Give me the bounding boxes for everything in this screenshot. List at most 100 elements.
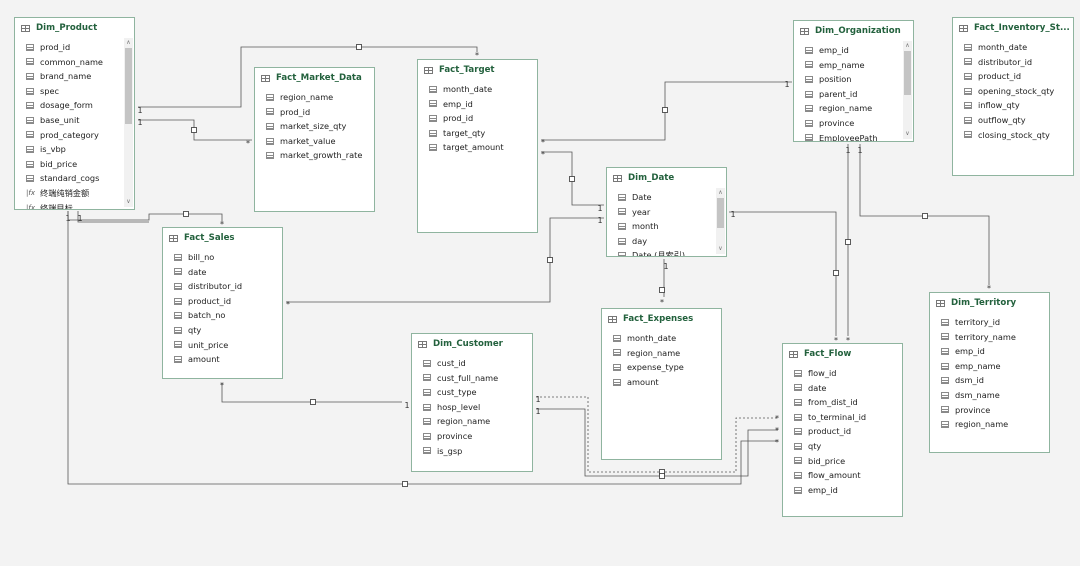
field-row[interactable]: month <box>607 219 726 234</box>
field-row[interactable]: inflow_qty <box>953 98 1073 113</box>
field-row[interactable]: base_unit <box>15 113 134 128</box>
field-row[interactable]: cust_type <box>412 385 532 400</box>
table-header[interactable]: Fact_Sales <box>163 228 282 248</box>
field-row[interactable]: bid_price <box>15 157 134 172</box>
field-row[interactable]: date <box>783 381 902 396</box>
relationship-midpoint-handle[interactable] <box>183 211 189 217</box>
scrollbar-thumb[interactable] <box>125 48 132 125</box>
scrollbar-thumb[interactable] <box>717 198 724 228</box>
relationship-midpoint-handle[interactable] <box>402 481 408 487</box>
field-row[interactable]: unit_price <box>163 338 282 353</box>
field-row[interactable]: expense_type <box>602 360 721 375</box>
scroll-up-icon[interactable]: ∧ <box>718 189 723 196</box>
field-row[interactable]: emp_id <box>794 43 913 58</box>
field-row[interactable]: common_name <box>15 55 134 70</box>
field-row[interactable]: qty <box>163 323 282 338</box>
field-row[interactable]: region_name <box>794 101 913 116</box>
field-row[interactable]: position <box>794 72 913 87</box>
field-row[interactable]: territory_id <box>930 315 1049 330</box>
relationship-midpoint-handle[interactable] <box>662 107 668 113</box>
field-row[interactable]: region_name <box>255 90 374 105</box>
field-row[interactable]: distributor_id <box>953 55 1073 70</box>
table-header[interactable]: Dim_Product <box>15 18 134 38</box>
field-row[interactable]: EmployeePath <box>794 131 913 141</box>
field-row[interactable]: Date <box>607 190 726 205</box>
table-header[interactable]: Dim_Customer <box>412 334 532 354</box>
table-header[interactable]: Dim_Date <box>607 168 726 188</box>
field-row[interactable]: date <box>163 265 282 280</box>
table-header[interactable]: Fact_Flow <box>783 344 902 364</box>
field-row[interactable]: month_date <box>418 82 537 97</box>
field-row[interactable]: month_date <box>602 331 721 346</box>
field-row[interactable]: emp_name <box>930 359 1049 374</box>
field-row[interactable]: prod_category <box>15 128 134 143</box>
scroll-up-icon[interactable]: ∧ <box>126 39 131 46</box>
table-header[interactable]: Dim_Organization <box>794 21 913 41</box>
field-row[interactable]: region_name <box>930 417 1049 432</box>
vertical-scrollbar[interactable]: ∧∨ <box>903 41 912 139</box>
vertical-scrollbar[interactable]: ∧∨ <box>716 188 725 254</box>
field-row[interactable]: month_date <box>953 40 1073 55</box>
field-row[interactable]: target_amount <box>418 140 537 155</box>
relationship-line[interactable] <box>138 46 478 108</box>
scroll-down-icon[interactable]: ∨ <box>126 198 131 205</box>
field-row[interactable]: market_growth_rate <box>255 148 374 163</box>
relationship-line[interactable] <box>77 211 149 223</box>
field-row[interactable]: to_terminal_id <box>783 410 902 425</box>
relationship-midpoint-handle[interactable] <box>191 127 197 133</box>
relationship-midpoint-handle[interactable] <box>569 176 575 182</box>
field-row[interactable]: prod_id <box>418 111 537 126</box>
relationship-midpoint-handle[interactable] <box>659 473 665 479</box>
field-row[interactable]: closing_stock_qty <box>953 128 1073 143</box>
table-header[interactable]: Fact_Target <box>418 60 537 80</box>
field-row[interactable]: market_value <box>255 134 374 149</box>
relationship-midpoint-handle[interactable] <box>833 270 839 276</box>
field-row[interactable]: flow_amount <box>783 468 902 483</box>
field-row[interactable]: spec <box>15 84 134 99</box>
field-row[interactable]: dosage_form <box>15 98 134 113</box>
relationship-line[interactable] <box>536 408 778 477</box>
field-row[interactable]: territory_name <box>930 330 1049 345</box>
relationship-line[interactable] <box>221 383 402 403</box>
scroll-down-icon[interactable]: ∨ <box>905 130 910 137</box>
relationship-midpoint-handle[interactable] <box>547 257 553 263</box>
field-row[interactable]: dsm_id <box>930 373 1049 388</box>
field-row[interactable]: amount <box>163 352 282 367</box>
field-row[interactable]: parent_id <box>794 87 913 102</box>
field-row[interactable]: brand_name <box>15 69 134 84</box>
table-header[interactable]: Fact_Inventory_St... <box>953 18 1073 38</box>
field-row[interactable]: cust_full_name <box>412 371 532 386</box>
field-row[interactable]: product_id <box>783 424 902 439</box>
field-row[interactable]: batch_no <box>163 308 282 323</box>
field-row[interactable]: product_id <box>953 69 1073 84</box>
field-row[interactable]: amount <box>602 375 721 390</box>
field-row[interactable]: bid_price <box>783 454 902 469</box>
table-header[interactable]: Fact_Expenses <box>602 309 721 329</box>
field-row[interactable]: year <box>607 205 726 220</box>
field-row[interactable]: market_size_qty <box>255 119 374 134</box>
field-row[interactable]: emp_id <box>930 344 1049 359</box>
field-row[interactable]: outflow_qty <box>953 113 1073 128</box>
field-row[interactable]: distributor_id <box>163 279 282 294</box>
table-header[interactable]: Fact_Market_Data <box>255 68 374 88</box>
field-row[interactable]: emp_id <box>783 483 902 498</box>
field-row[interactable]: emp_id <box>418 97 537 112</box>
field-row[interactable]: qty <box>783 439 902 454</box>
table-header[interactable]: Dim_Territory <box>930 293 1049 313</box>
field-row[interactable]: target_qty <box>418 126 537 141</box>
field-row[interactable]: Date (月索引) <box>607 248 726 256</box>
field-row[interactable]: region_name <box>412 414 532 429</box>
field-row[interactable]: region_name <box>602 346 721 361</box>
field-row[interactable]: prod_id <box>15 40 134 55</box>
field-row[interactable]: province <box>794 116 913 131</box>
field-row[interactable]: is_vbp <box>15 142 134 157</box>
